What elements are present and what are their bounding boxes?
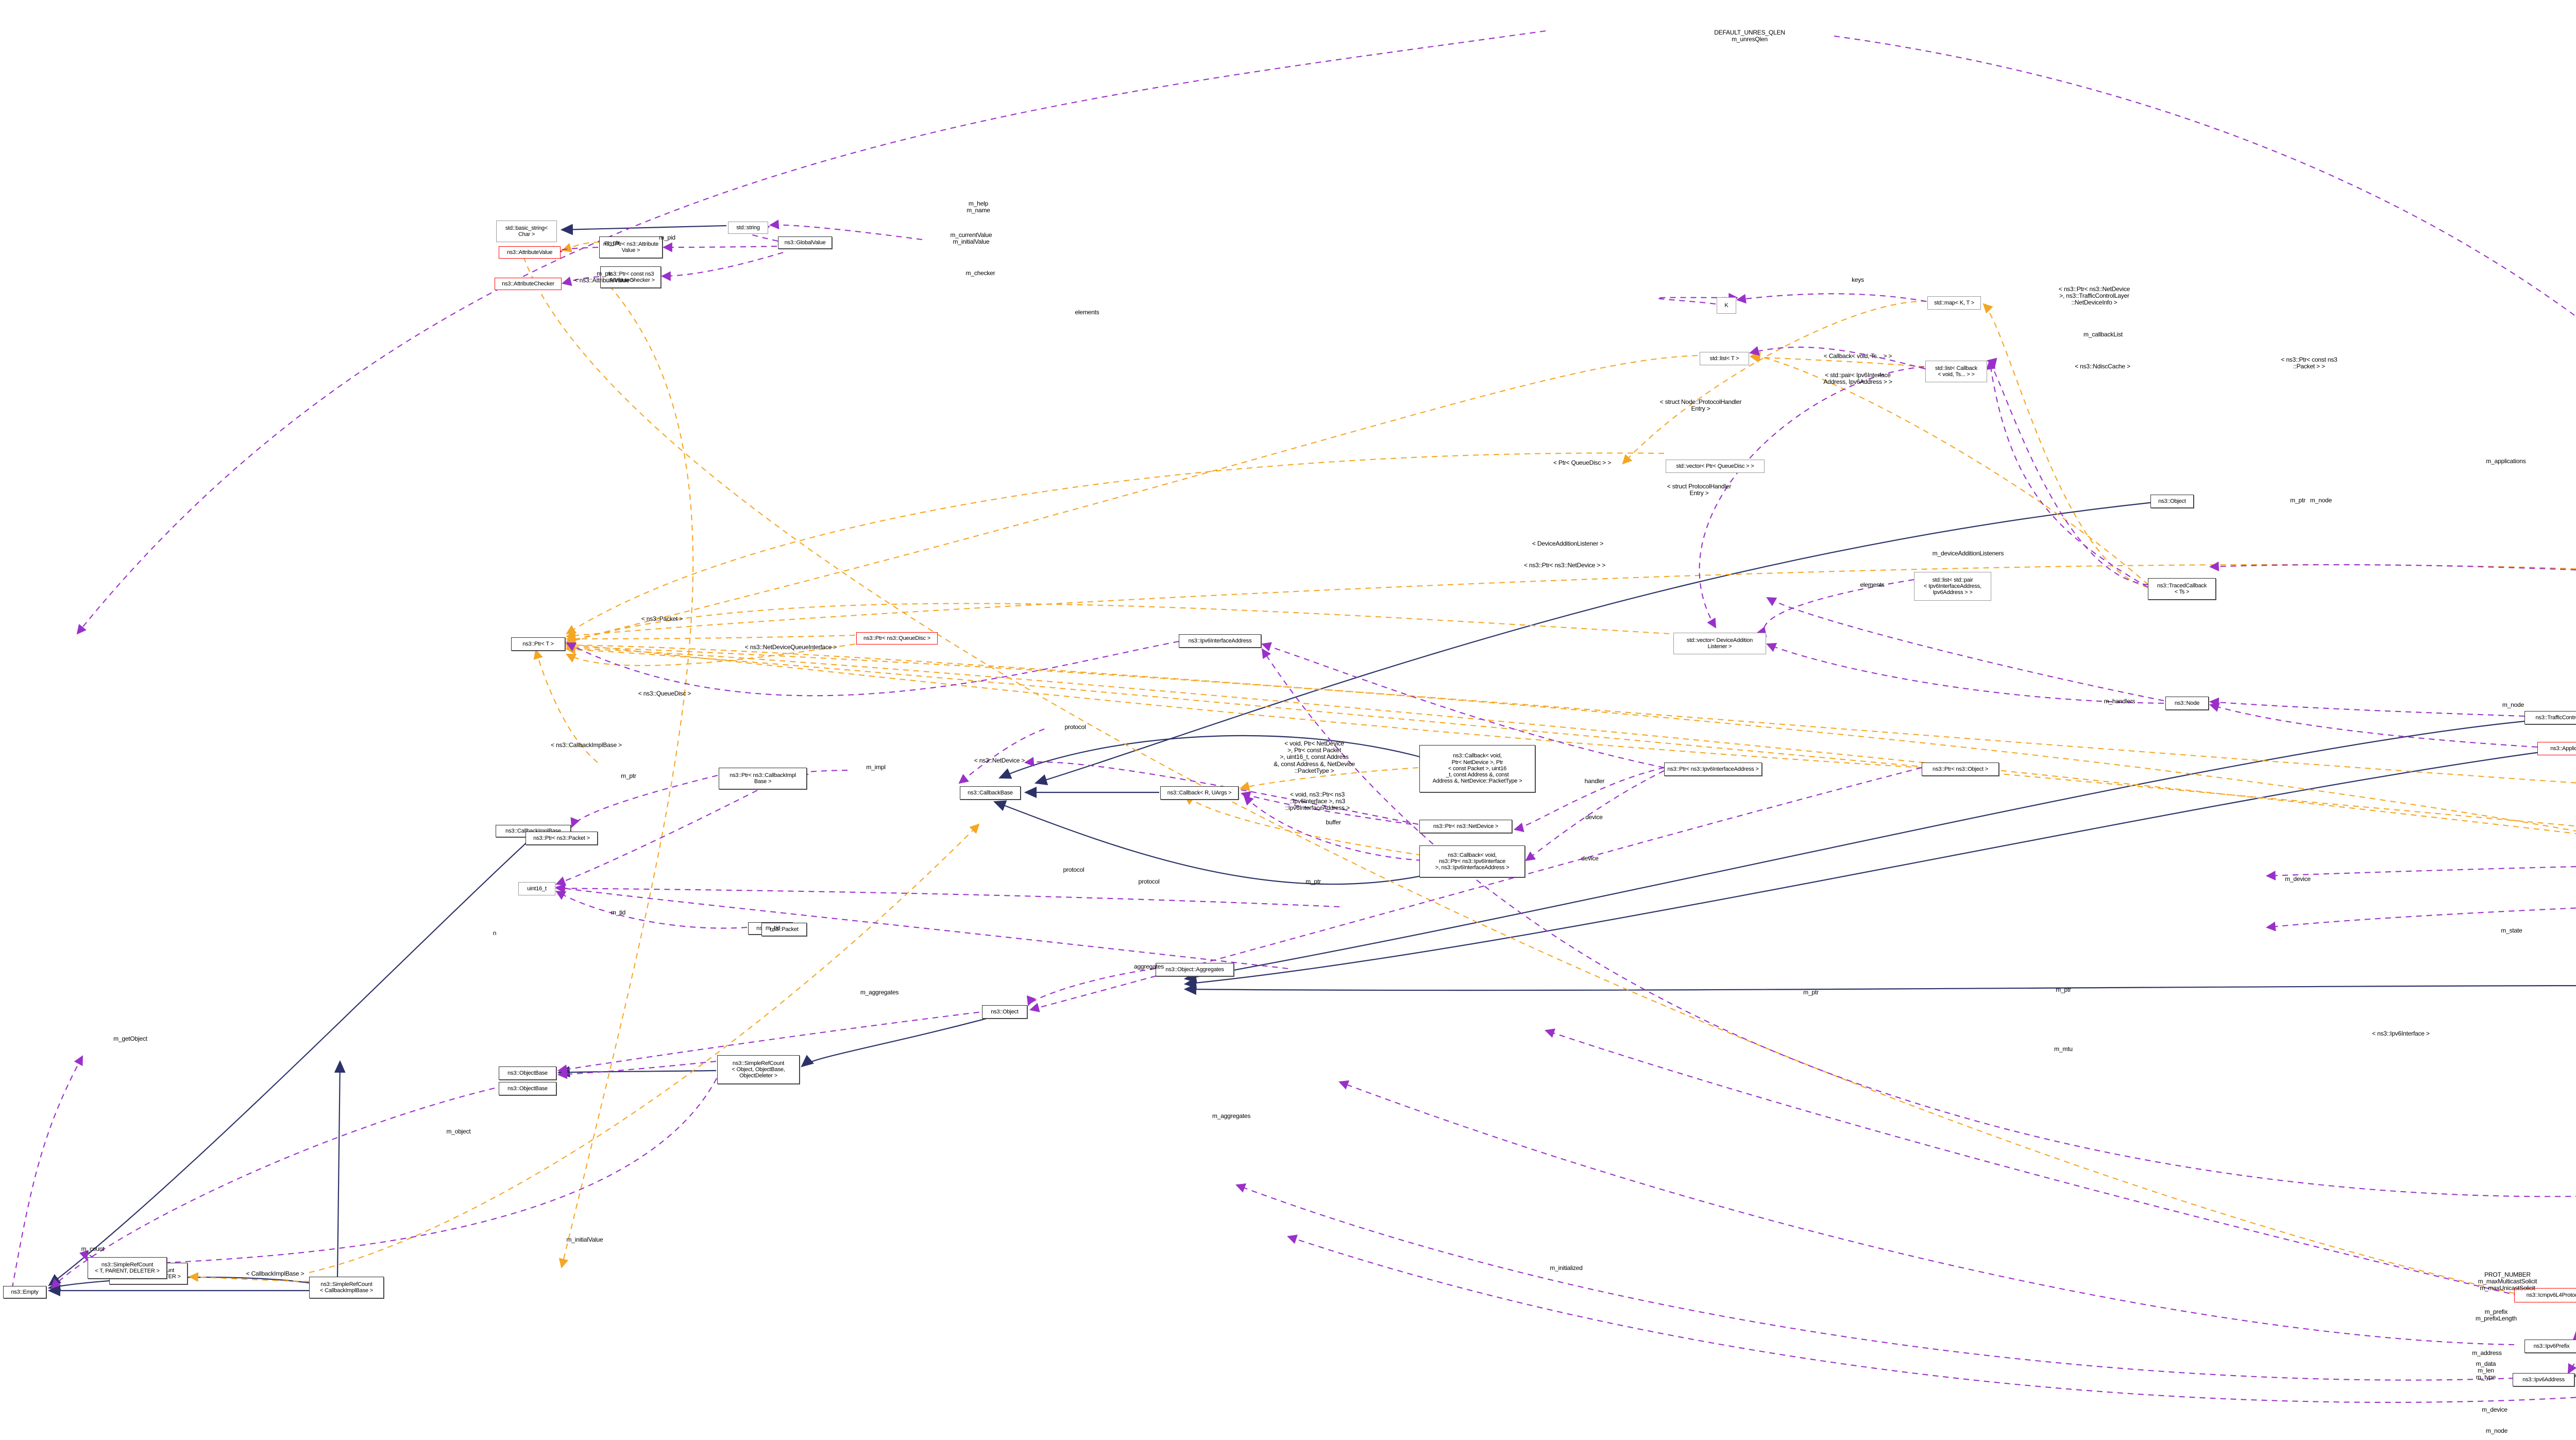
class-node[interactable]: std::vector< DeviceAddition Listener >: [1673, 633, 1766, 654]
class-node[interactable]: std::basic_string< Char >: [496, 221, 557, 242]
class-node[interactable]: ns3::Ptr< ns3::NetDevice >: [1419, 820, 1512, 833]
class-node[interactable]: uint16_t: [518, 882, 555, 895]
class-node[interactable]: ns3::Ipv6Address: [2513, 1373, 2574, 1386]
class-node[interactable]: ns3::Empty: [3, 1286, 46, 1298]
class-node[interactable]: std::string: [728, 222, 768, 234]
class-node[interactable]: ns3::Packet: [761, 923, 807, 936]
class-node[interactable]: ns3::AttributeChecker: [495, 278, 562, 290]
class-node[interactable]: ns3::Ptr< ns3::CallbackImpl Base >: [719, 768, 807, 789]
class-node[interactable]: ns3::Object: [2150, 495, 2194, 508]
class-node[interactable]: ns3::ObjectBase: [499, 1082, 556, 1095]
class-node[interactable]: ns3::Ipv6InterfaceAddress: [1179, 634, 1261, 648]
class-node[interactable]: ns3::Callback< R, UArgs >: [1160, 786, 1239, 800]
class-node[interactable]: ns3::Ptr< ns3::Packet >: [526, 832, 598, 845]
class-node[interactable]: std::map< K, T >: [1927, 296, 1981, 310]
class-node[interactable]: ns3::Ptr< ns3::Ipv6InterfaceAddress >: [1664, 763, 1762, 776]
class-node[interactable]: ns3::Icmpv6L4Protocol: [2514, 1288, 2576, 1302]
class-node[interactable]: ns3::Ptr< ns3::QueueDisc >: [856, 632, 938, 645]
class-node[interactable]: std::list< T >: [1700, 352, 1749, 365]
class-node[interactable]: ns3::SimpleRefCount < CallbackImplBase >: [309, 1277, 384, 1298]
usage-edges: [9, 30, 2576, 1403]
class-node[interactable]: ns3::GlobalValue: [778, 236, 832, 249]
class-node[interactable]: ns3::TrafficControlLayer: [2524, 711, 2576, 724]
class-node[interactable]: ns3::Ptr< ns3::Attribute Value >: [599, 236, 663, 258]
class-node[interactable]: ns3::Ptr< T >: [511, 637, 565, 651]
class-node[interactable]: std::list< Callback < void, Ts... > >: [1925, 361, 1987, 382]
class-node[interactable]: ns3::SimpleRefCount < Object, ObjectBase…: [717, 1055, 800, 1084]
class-node[interactable]: std::vector< Ptr< QueueDisc > >: [1666, 460, 1765, 473]
class-node[interactable]: ns3::CallbackBase: [960, 786, 1021, 800]
class-node[interactable]: ns3::Ptr< const ns3 ::AttributeChecker >: [600, 266, 661, 288]
class-node[interactable]: K: [1717, 297, 1736, 314]
class-node[interactable]: ns3::TracedCallback < Ts >: [2148, 578, 2216, 600]
class-node[interactable]: ns3::Ipv6Prefix: [2524, 1340, 2576, 1353]
class-node[interactable]: ns3::Application: [2537, 742, 2576, 755]
class-node[interactable]: ns3::Callback< void, ns3::Ptr< ns3::Ipv6…: [1419, 845, 1525, 877]
class-node[interactable]: ns3::Ptr< ns3::Object >: [1922, 763, 1999, 776]
inheritance-edges: [47, 224, 2576, 1296]
class-node[interactable]: std::list< std::pair < Ipv6InterfaceAddr…: [1914, 572, 1991, 601]
class-node[interactable]: ns3::AttributeValue: [499, 246, 561, 259]
class-node[interactable]: ns3::ObjectBase: [499, 1066, 556, 1080]
class-node[interactable]: ns3::Node: [2165, 697, 2209, 710]
class-node[interactable]: ns3::Callback< void, Ptr< NetDevice >, P…: [1419, 745, 1535, 792]
template-edges: [188, 241, 2576, 1294]
class-node[interactable]: ns3::SimpleRefCount < T, PARENT, DELETER…: [88, 1257, 167, 1279]
class-node[interactable]: ns3::Object: [982, 1005, 1027, 1019]
class-node[interactable]: ns3::Object::Aggregates: [1156, 963, 1234, 976]
